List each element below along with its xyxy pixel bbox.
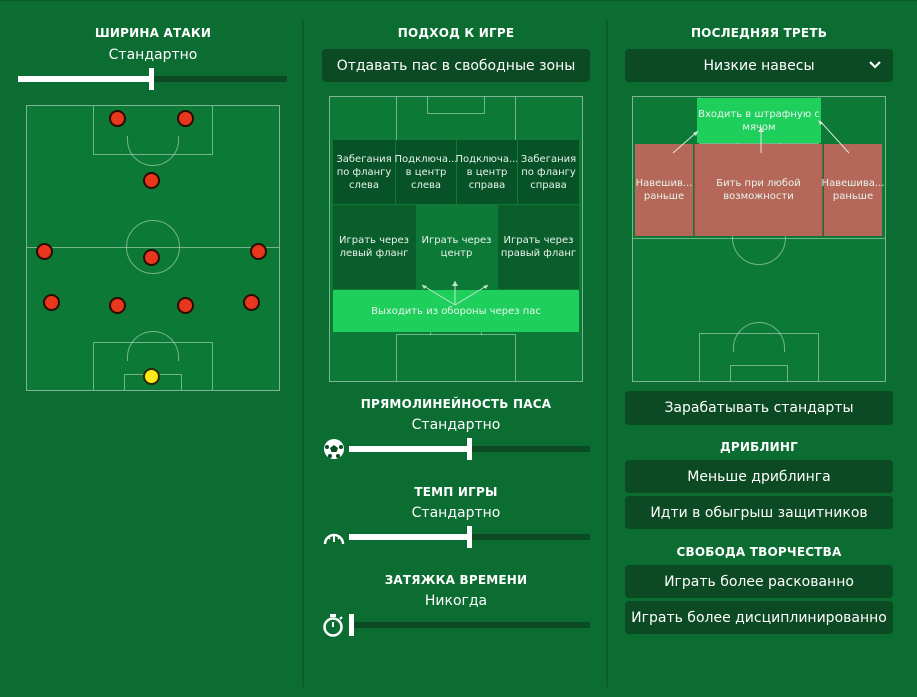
zone-cross-early-right[interactable]: Навешива... раньше [822, 144, 884, 236]
column-divider [606, 19, 608, 687]
crossing-dropdown[interactable]: Низкие навесы [625, 49, 893, 82]
penalty-box-bottom [396, 334, 516, 381]
player-marker[interactable] [250, 243, 267, 260]
direction-arrows [421, 281, 489, 306]
dribble-less-button[interactable]: Меньше дриблинга [625, 460, 893, 493]
arc-top [127, 136, 179, 166]
zone-shoot-on-sight[interactable]: Бить при любой возможности [694, 144, 823, 236]
goal-box-top [427, 97, 485, 114]
formation-pitch [26, 105, 280, 391]
time-wasting-heading: ЗАТЯЖКА ВРЕМЕНИ [384, 573, 528, 587]
player-marker[interactable] [109, 110, 126, 127]
stopwatch-icon [323, 614, 343, 637]
arc-bottom [127, 331, 179, 361]
goal-box-bottom [730, 365, 788, 381]
slider-handle[interactable] [467, 526, 472, 548]
slider-fill [349, 446, 469, 452]
attack-width-value: Стандартно [108, 47, 198, 63]
pass-into-space-button[interactable]: Отдавать пас в свободные зоны [322, 49, 590, 82]
be-more-expressive-button[interactable]: Играть более раскованно [625, 565, 893, 598]
speedometer-icon [323, 533, 345, 545]
player-marker[interactable] [143, 172, 160, 189]
win-set-pieces-button[interactable]: Зарабатывать стандарты [625, 391, 893, 425]
player-marker[interactable] [143, 249, 160, 266]
column-divider [302, 19, 304, 687]
slider-handle[interactable] [149, 68, 154, 90]
zone-overlap-center-left[interactable]: Подключа... в центр слева [395, 140, 458, 204]
crossing-dropdown-value: Низкие навесы [703, 57, 815, 74]
slider-handle[interactable] [467, 438, 472, 460]
tempo-value: Стандартно [411, 505, 501, 521]
approach-pitch: Забегания по флангу слева Подключа... в … [329, 96, 583, 382]
final-third-pitch: Навешив... раньше Бить при любой возможн… [632, 96, 886, 382]
zone-play-left[interactable]: Играть через левый фланг [333, 205, 415, 289]
chevron-down-icon [869, 61, 881, 69]
tempo-heading: ТЕМП ИГРЫ [414, 485, 498, 499]
slider-fill [18, 76, 151, 82]
zone-play-right[interactable]: Играть через правый фланг [497, 205, 579, 289]
final-third-heading: ПОСЛЕДНЯЯ ТРЕТЬ [690, 26, 828, 40]
be-more-disciplined-button[interactable]: Играть более дисциплинированно [625, 601, 893, 634]
player-marker[interactable] [177, 297, 194, 314]
center-circle [126, 220, 180, 274]
passing-value: Стандартно [411, 417, 501, 433]
goalkeeper-marker[interactable] [143, 368, 160, 385]
slider-fill [349, 534, 469, 540]
creative-freedom-heading: СВОБОДА ТВОРЧЕСТВА [676, 545, 842, 559]
player-marker[interactable] [177, 110, 194, 127]
zone-run-left[interactable]: Забегания по флангу слева [333, 140, 395, 204]
player-marker[interactable] [36, 243, 53, 260]
slider-handle[interactable] [349, 614, 354, 636]
passing-heading: ПРЯМОЛИНЕЙНОСТЬ ПАСА [360, 397, 552, 411]
slider-track [349, 622, 590, 628]
zone-overlap-center-right[interactable]: Подключа... в центр справа [456, 140, 519, 204]
zone-work-into-box[interactable]: Входить в штрафную с мячом [697, 98, 821, 143]
arc-bottom [733, 322, 785, 352]
dribbling-heading: ДРИБЛИНГ [720, 440, 798, 454]
time-wasting-value: Никогда [424, 593, 488, 609]
run-at-defence-button[interactable]: Идти в обыгрыш защитников [625, 496, 893, 529]
player-marker[interactable] [43, 294, 60, 311]
ball-icon [324, 439, 344, 459]
zone-run-right[interactable]: Забегания по флангу справа [517, 140, 579, 204]
zone-cross-early-left[interactable]: Навешив... раньше [635, 144, 693, 236]
zone-build-up[interactable]: Выходить из обороны через пас [333, 290, 579, 332]
direction-arrows [672, 120, 850, 154]
approach-heading: ПОДХОД К ИГРЕ [397, 26, 515, 40]
player-marker[interactable] [243, 294, 260, 311]
player-marker[interactable] [109, 297, 126, 314]
zone-play-center[interactable]: Играть через центр [415, 205, 497, 289]
attack-width-heading: ШИРИНА АТАКИ [94, 26, 212, 40]
